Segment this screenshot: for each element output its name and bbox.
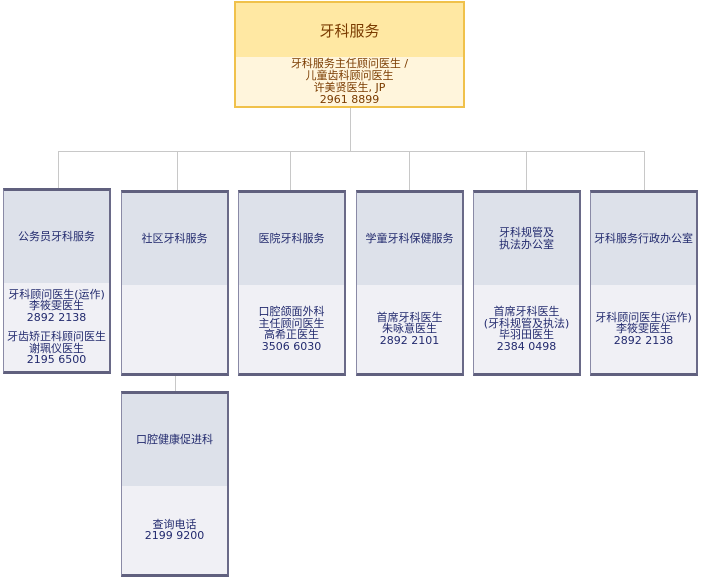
contact-line: 牙科顾问医生(运作): [8, 287, 105, 301]
connector-unit-1: [58, 151, 59, 189]
contact-line: 首席牙科医生: [493, 305, 560, 318]
contact-line: 谢珮仪医生: [29, 341, 84, 355]
contact-group: 首席牙科医生 (牙科规管及执法) 毕羽田医生 2384 0498: [484, 306, 570, 352]
unit-title: 牙科规管及 执法办公室: [474, 193, 579, 285]
connector-unit-3: [290, 151, 291, 190]
contact-line: 主任顾问医生: [258, 316, 325, 330]
contact-group: 查询电话 2199 9200: [144, 517, 205, 542]
contact-group: 牙齿矫正科顾问医生 谢珮仪医生 2195 6500: [7, 331, 106, 366]
unit-node-community-dental: 社区牙科服务: [121, 190, 229, 376]
contact-line: 李筱雯医生: [616, 322, 671, 336]
unit-contact: 查询电话 2199 9200: [122, 486, 227, 574]
unit-contact: 首席牙科医生 (牙科规管及执法) 毕羽田医生 2384 0498: [474, 285, 579, 373]
unit-title: 医院牙科服务: [239, 193, 344, 285]
contact-group: 口腔颌面外科 主任顾问医生 高希正医生 3506 6030: [259, 306, 325, 352]
unit-contact: 牙科顾问医生(运作) 李筱雯医生 2892 2138 牙齿矫正科顾问医生 谢珮仪…: [4, 283, 109, 371]
unit-node-school-dental-care: 学童牙科保健服务 首席牙科医生 朱咏意医生 2892 2101: [356, 190, 464, 376]
unit-node-dental-admin-office: 牙科服务行政办公室 牙科顾问医生(运作) 李筱雯医生 2892 2138: [590, 190, 698, 376]
contact-line: 2892 2138: [613, 333, 674, 347]
connector-unit-2: [177, 151, 178, 190]
connector-unit-5: [526, 151, 527, 190]
contact-line: 李筱雯医生: [29, 299, 84, 312]
contact-line: 口腔颌面外科: [258, 305, 325, 318]
connector-horizontal-bus: [58, 151, 645, 152]
unit-title: 口腔健康促进科: [122, 394, 227, 486]
contact-line: 牙科顾问医生(运作): [595, 310, 692, 324]
unit-contact: [122, 285, 227, 373]
contact-group: 牙科顾问医生(运作) 李筱雯医生 2892 2138: [595, 312, 692, 347]
contact-line: 2199 9200: [144, 529, 205, 542]
contact-line: (牙科规管及执法): [483, 316, 570, 330]
contact-line: 毕羽田医生: [499, 328, 554, 341]
contact-line: 2195 6500: [26, 353, 87, 366]
root-line-2: 儿童齿科顾问医生: [305, 68, 394, 82]
unit-node-civil-service-dental: 公务员牙科服务 牙科顾问医生(运作) 李筱雯医生 2892 2138 牙齿矫正科…: [3, 188, 111, 374]
connector-unit-6: [644, 151, 645, 190]
contact-group: 首席牙科医生 朱咏意医生 2892 2101: [377, 312, 443, 347]
unit-title: 公务员牙科服务: [4, 191, 109, 283]
root-line-1: 牙科服务主任顾问医生 /: [290, 56, 409, 70]
root-node-title: 牙科服务: [236, 3, 463, 57]
root-line-4: 2961 8899: [319, 92, 380, 106]
contact-line: 2384 0498: [496, 339, 557, 353]
unit-contact: 牙科顾问医生(运作) 李筱雯医生 2892 2138: [591, 285, 696, 373]
contact-line: 朱咏意医生: [382, 322, 437, 336]
contact-line: 牙齿矫正科顾问医生: [7, 330, 106, 343]
connector-sub-unit: [175, 375, 176, 392]
unit-title-line: 牙科规管及: [499, 226, 554, 239]
unit-title: 牙科服务行政办公室: [591, 193, 696, 285]
root-node-dental-services: 牙科服务 牙科服务主任顾问医生 / 儿童齿科顾问医生 许美贤医生, JP 296…: [234, 1, 465, 108]
contact-line: 3506 6030: [261, 339, 322, 353]
unit-title: 学童牙科保健服务: [357, 193, 462, 285]
contact-line: 查询电话: [152, 517, 197, 531]
sub-unit-node-oral-health-promotion: 口腔健康促进科 查询电话 2199 9200: [121, 391, 229, 577]
root-line-3: 许美贤医生, JP: [313, 80, 386, 94]
unit-contact: 口腔颌面外科 主任顾问医生 高希正医生 3506 6030: [239, 285, 344, 373]
contact-line: 2892 2101: [379, 333, 440, 347]
unit-title-line: 执法办公室: [499, 238, 554, 251]
connector-root-down: [350, 108, 351, 152]
unit-title: 社区牙科服务: [122, 193, 227, 285]
unit-contact: 首席牙科医生 朱咏意医生 2892 2101: [357, 285, 462, 373]
contact-line: 2892 2138: [26, 310, 87, 324]
unit-node-hospital-dental: 医院牙科服务 口腔颌面外科 主任顾问医生 高希正医生 3506 6030: [238, 190, 346, 376]
contact-line: 首席牙科医生: [376, 310, 443, 324]
connector-unit-4: [409, 151, 410, 190]
contact-group: 牙科顾问医生(运作) 李筱雯医生 2892 2138: [8, 287, 105, 324]
unit-node-dental-regulation-office: 牙科规管及 执法办公室 首席牙科医生 (牙科规管及执法) 毕羽田医生 2384 …: [473, 190, 581, 376]
contact-line: 高希正医生: [264, 328, 319, 341]
root-node-contact: 牙科服务主任顾问医生 / 儿童齿科顾问医生 许美贤医生, JP 2961 889…: [236, 57, 463, 106]
